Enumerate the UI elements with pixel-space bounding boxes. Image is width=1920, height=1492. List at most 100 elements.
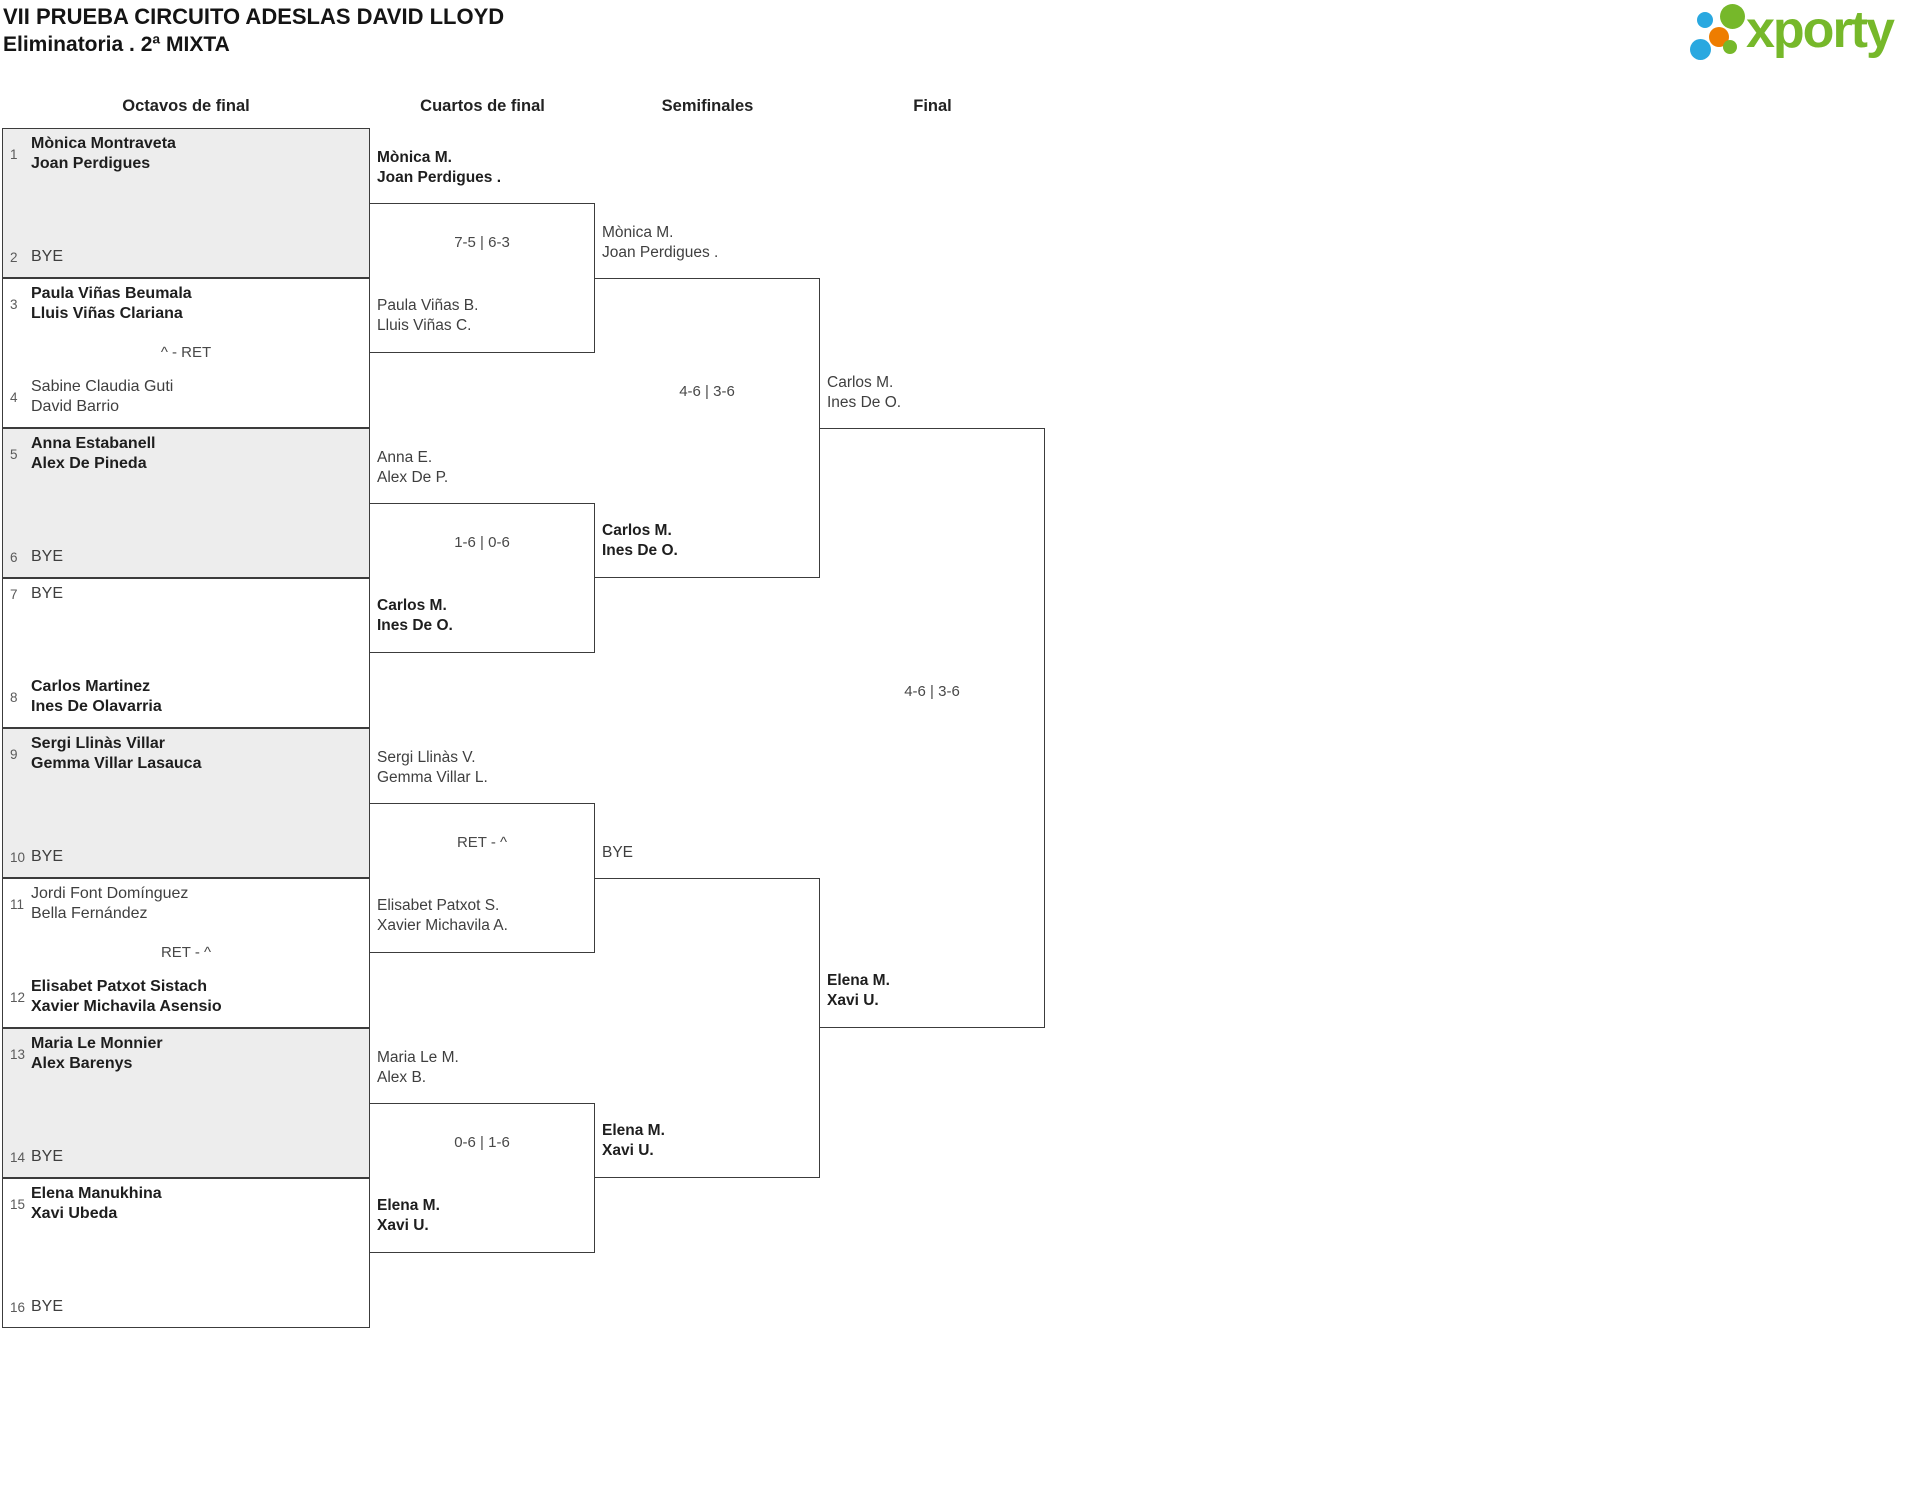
seed-number: 6 xyxy=(10,549,18,565)
participant-name: Elena Manukhina xyxy=(31,1185,162,1202)
bracket-subtitle: Eliminatoria . 2ª MIXTA xyxy=(3,33,230,56)
match-score: 4-6 | 3-6 xyxy=(904,683,960,700)
participant-name: Carlos M. xyxy=(827,374,894,391)
participant: 14 BYE xyxy=(3,1147,369,1167)
participant-name: Xavi U. xyxy=(827,992,879,1009)
participant-name: BYE xyxy=(31,548,64,565)
participant: 2 BYE xyxy=(3,247,369,267)
participant-name: Mònica M. xyxy=(602,224,674,241)
participant-name: Sergi Llinàs Villar xyxy=(31,735,165,752)
participant-name: Xavier Michavila A. xyxy=(377,917,508,934)
round-header-semifinales: Semifinales xyxy=(661,97,754,115)
participant-name: Carlos M. xyxy=(602,522,672,539)
round-header-cuartos: Cuartos de final xyxy=(420,97,545,115)
participant: Anna E. Alex De P. xyxy=(370,448,594,488)
match-box: 9 Sergi Llinàs Villar Gemma Villar Lasau… xyxy=(2,728,370,878)
participant-name: Sabine Claudia Guti xyxy=(31,378,174,395)
logo-dot-icon xyxy=(1690,39,1711,60)
match-score: 7-5 | 6-3 xyxy=(454,234,510,251)
match-score: RET - ^ xyxy=(160,944,212,961)
match-box: 7 BYE 8 Carlos Martinez Ines De Olavarri… xyxy=(2,578,370,728)
seed-number: 10 xyxy=(10,849,26,865)
round-header-final: Final xyxy=(913,97,952,115)
participant-name: Maria Le M. xyxy=(377,1049,459,1066)
logo-dot-icon xyxy=(1697,12,1713,28)
participant-name: Paula Viñas B. xyxy=(377,297,479,314)
seed-number: 14 xyxy=(10,1149,26,1165)
participant: Paula Viñas B. Lluis Viñas C. xyxy=(370,296,594,336)
match-score: 4-6 | 3-6 xyxy=(679,383,735,400)
participant-name: Carlos M. xyxy=(377,597,447,614)
participant-name: Jordi Font Domínguez xyxy=(31,885,189,902)
xporty-logo[interactable]: xporty xyxy=(1688,1,1898,70)
seed-number: 9 xyxy=(10,746,18,762)
seed-number: 4 xyxy=(10,389,18,405)
participant: Mònica M. Joan Perdigues . xyxy=(370,148,594,188)
participant-name: Xavi U. xyxy=(602,1142,654,1159)
participant-name: Carlos Martinez xyxy=(31,678,151,695)
participant: Maria Le M. Alex B. xyxy=(370,1048,594,1088)
participant-name: Lluis Viñas C. xyxy=(377,317,472,334)
participant-name: Anna Estabanell xyxy=(31,435,156,452)
participant: 5 Anna Estabanell Alex De Pineda xyxy=(3,434,369,474)
seed-number: 1 xyxy=(10,146,18,162)
participant-name: Xavi Ubeda xyxy=(31,1205,118,1222)
participant-name: BYE xyxy=(31,848,64,865)
participant: BYE xyxy=(595,843,819,863)
seed-number: 15 xyxy=(10,1196,26,1212)
match-score: 0-6 | 1-6 xyxy=(454,1134,510,1151)
match-box: Sergi Llinàs V. Gemma Villar L. RET - ^ … xyxy=(370,749,595,953)
participant-name: Elisabet Patxot S. xyxy=(377,897,500,914)
participant-name: Ines De O. xyxy=(827,394,902,411)
match-box: 3 Paula Viñas Beumala Lluis Viñas Claria… xyxy=(2,278,370,428)
participant: 12 Elisabet Patxot Sistach Xavier Michav… xyxy=(3,977,369,1017)
participant-name: Xavi U. xyxy=(377,1217,429,1234)
seed-number: 3 xyxy=(10,296,18,312)
participant: 4 Sabine Claudia Guti David Barrio xyxy=(3,377,369,417)
participant: 11 Jordi Font Domínguez Bella Fernández xyxy=(3,884,369,924)
participant: 1 Mònica Montraveta Joan Perdigues xyxy=(3,134,369,174)
participant: 15 Elena Manukhina Xavi Ubeda xyxy=(3,1184,369,1224)
participant: 3 Paula Viñas Beumala Lluis Viñas Claria… xyxy=(3,284,369,324)
participant-name: Lluis Viñas Clariana xyxy=(31,305,183,322)
participant: 7 BYE xyxy=(3,584,369,604)
participant-name: Gemma Villar Lasauca xyxy=(31,755,202,772)
match-box: Maria Le M. Alex B. 0-6 | 1-6 Elena M. X… xyxy=(370,1049,595,1253)
participant-name: Elena M. xyxy=(602,1122,665,1139)
match-score: 1-6 | 0-6 xyxy=(454,534,510,551)
participant-name: David Barrio xyxy=(31,398,120,415)
participant-name: Ines De O. xyxy=(377,617,453,634)
participant-name: Alex De P. xyxy=(377,469,449,486)
participant: Carlos M. Ines De O. xyxy=(820,373,1044,413)
match-box: Anna E. Alex De P. 1-6 | 0-6 Carlos M. I… xyxy=(370,449,595,653)
match-box: 11 Jordi Font Domínguez Bella Fernández … xyxy=(2,878,370,1028)
participant-name: Ines De Olavarria xyxy=(31,698,162,715)
participant: 13 Maria Le Monnier Alex Barenys xyxy=(3,1034,369,1074)
seed-number: 12 xyxy=(10,989,26,1005)
participant: 9 Sergi Llinàs Villar Gemma Villar Lasau… xyxy=(3,734,369,774)
seed-number: 2 xyxy=(10,249,18,265)
participant-name: BYE xyxy=(31,585,64,602)
participant-name: Elena M. xyxy=(827,972,890,989)
participant-name: Alex De Pineda xyxy=(31,455,147,472)
participant-name: Bella Fernández xyxy=(31,905,148,922)
match-score: ^ - RET xyxy=(160,344,212,361)
match-box: BYE Elena M. Xavi U. xyxy=(595,844,820,1178)
participant-name: BYE xyxy=(31,248,64,265)
participant: Elena M. Xavi U. xyxy=(370,1196,594,1236)
participant: Carlos M. Ines De O. xyxy=(595,521,819,561)
participant-name: Xavier Michavila Asensio xyxy=(31,998,222,1015)
participant-name: Paula Viñas Beumala xyxy=(31,285,192,302)
participant: Elisabet Patxot S. Xavier Michavila A. xyxy=(370,896,594,936)
match-score: RET - ^ xyxy=(456,834,508,851)
participant: 8 Carlos Martinez Ines De Olavarria xyxy=(3,677,369,717)
participant-name: Joan Perdigues . xyxy=(602,244,719,261)
logo-dot-icon xyxy=(1723,40,1737,54)
participant-name: Anna E. xyxy=(377,449,433,466)
participant-name: Elisabet Patxot Sistach xyxy=(31,978,208,995)
match-box: 13 Maria Le Monnier Alex Barenys 14 BYE xyxy=(2,1028,370,1178)
participant: 16 BYE xyxy=(3,1297,369,1317)
participant: Elena M. Xavi U. xyxy=(595,1121,819,1161)
match-box: Mònica M. Joan Perdigues . 7-5 | 6-3 Pau… xyxy=(370,149,595,353)
participant-name: Joan Perdigues xyxy=(31,155,151,172)
